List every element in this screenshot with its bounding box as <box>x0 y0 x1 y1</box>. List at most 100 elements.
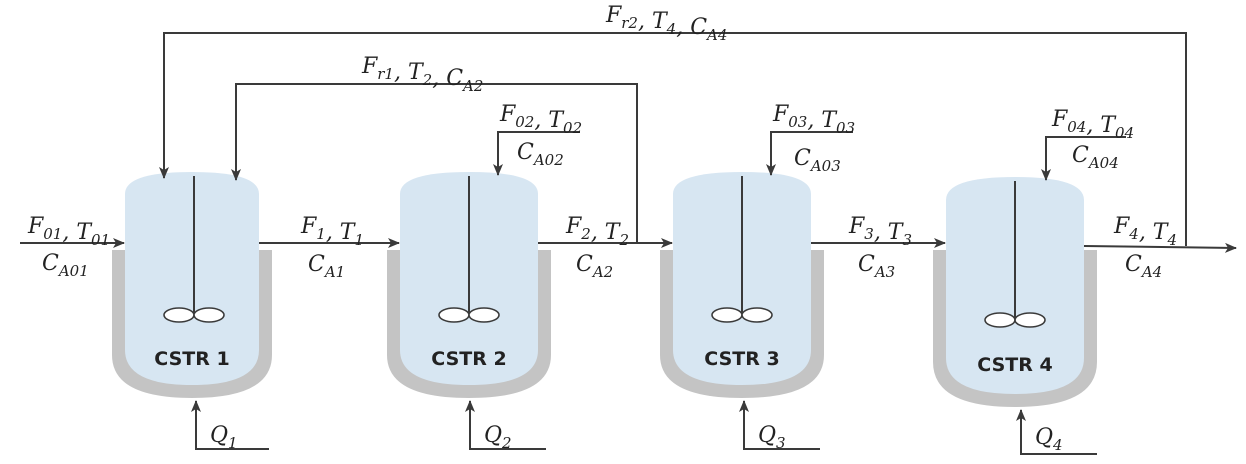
cstr-4-impeller <box>984 312 1016 328</box>
heat-3-line <box>739 400 820 450</box>
label-subscript: A4 <box>705 26 727 44</box>
label-subscript: 2 <box>618 231 629 249</box>
feed-1-concentration-label: CA01 <box>42 251 89 280</box>
label-subscript: A02 <box>532 151 564 169</box>
stream-1-label: F1, T1 <box>300 214 364 249</box>
label-base-text: C <box>517 140 534 165</box>
label-subscript: 1 <box>354 231 364 249</box>
label-subscript: A03 <box>809 157 841 175</box>
label-subscript: 04 <box>1067 118 1086 136</box>
label-base-text: F <box>499 102 516 127</box>
label-subscript: 2 <box>580 225 591 243</box>
cstr-1: CSTR 1 <box>112 172 272 398</box>
recycle-2-label: Fr2, T4, CA4 <box>605 3 727 44</box>
label-base-text: C <box>858 252 875 277</box>
label-subscript: 3 <box>776 434 786 452</box>
stream-3-label: F3, T3 <box>848 214 912 249</box>
cstr-2-label: CSTR 2 <box>431 348 506 370</box>
cstr-3: CSTR 3 <box>660 172 824 398</box>
label-base-text: Q <box>758 423 776 448</box>
feed-2-concentration-label: CA02 <box>517 140 564 169</box>
label-subscript: 3 <box>864 225 874 243</box>
heat-4-label: Q4 <box>1035 425 1063 454</box>
feed-3-line <box>766 131 853 176</box>
label-base-text: , T <box>591 220 622 245</box>
label-base-text: Q <box>210 423 228 448</box>
feed-4-concentration-label: CA04 <box>1072 143 1119 172</box>
cstr-4-impeller-right <box>1014 312 1046 328</box>
heat-1-line <box>191 400 269 450</box>
label-base-text: C <box>794 146 811 171</box>
label-subscript: 01 <box>43 225 62 243</box>
label-subscript: A2 <box>591 263 613 281</box>
label-base-text: , T <box>1086 113 1117 138</box>
label-base-text: F <box>772 102 789 127</box>
label-base-text: F <box>1113 214 1130 239</box>
label-base-text: , T <box>1139 220 1170 245</box>
label-subscript: 1 <box>228 434 238 452</box>
label-base-text: C <box>576 252 593 277</box>
cstr-1-impeller <box>163 307 195 323</box>
feed-3-label: F03, T03 <box>772 102 855 137</box>
label-subscript: 02 <box>563 119 582 137</box>
stream-4-arrow <box>1083 242 1237 253</box>
stream-1-concentration-label: CA1 <box>308 252 345 281</box>
cstr-1-impeller-right <box>193 307 225 323</box>
label-subscript: 2 <box>422 71 433 89</box>
label-subscript: 02 <box>515 113 534 131</box>
label-subscript: 1 <box>316 225 326 243</box>
heat-2-line <box>465 400 546 450</box>
label-base-text: , T <box>326 220 357 245</box>
stream-4-concentration-label: CA4 <box>1125 252 1162 281</box>
stream-2-label: F2, T2 <box>565 214 629 249</box>
label-subscript: 03 <box>836 119 855 137</box>
label-base-text: Q <box>1035 425 1053 450</box>
cstr-3-label: CSTR 3 <box>704 348 779 370</box>
label-subscript: r1 <box>377 65 394 83</box>
heat-3-label: Q3 <box>758 423 786 452</box>
label-base-text: C <box>1072 143 1089 168</box>
label-base-text: , T <box>638 9 669 34</box>
label-subscript: A01 <box>57 262 89 280</box>
label-subscript: 4 <box>1128 225 1139 243</box>
cstr-2-impeller <box>438 307 470 323</box>
cstr-3-impeller <box>711 307 743 323</box>
cstr-2-impeller-right <box>468 307 500 323</box>
feed-4-line <box>1041 136 1126 181</box>
stream-2-concentration-label: CA2 <box>576 252 613 281</box>
label-base-text: F <box>565 214 582 239</box>
label-base-text: F <box>361 54 378 79</box>
stream-3-concentration-label: CA3 <box>858 252 895 281</box>
label-subscript: r2 <box>621 14 638 32</box>
label-base-text: Q <box>484 423 502 448</box>
feed-2-label: F02, T02 <box>499 102 582 137</box>
label-subscript: A4 <box>1140 263 1162 281</box>
recycle-2-line <box>159 32 1187 246</box>
heat-1-label: Q1 <box>210 423 238 452</box>
label-subscript: A2 <box>461 77 483 95</box>
heat-4-line <box>1016 409 1097 455</box>
label-base-text: C <box>42 251 59 276</box>
label-base-text: , T <box>807 108 838 133</box>
recycle-1-label: Fr1, T2, CA2 <box>361 54 483 95</box>
feed-4-label: F04, T04 <box>1051 107 1134 142</box>
cstr-4-label: CSTR 4 <box>977 354 1052 376</box>
label-base-text: F <box>605 3 622 28</box>
label-base-text: , T <box>394 60 425 85</box>
label-base-text: F <box>27 214 44 239</box>
label-base-text: F <box>848 214 865 239</box>
stream-4-label: F4, T4 <box>1113 214 1177 249</box>
cstr-4: CSTR 4 <box>933 177 1097 407</box>
label-subscript: 3 <box>902 231 912 249</box>
label-subscript: 04 <box>1115 124 1134 142</box>
label-base-text: F <box>300 214 317 239</box>
label-subscript: 4 <box>666 20 677 38</box>
recycle-1-line <box>231 83 638 243</box>
cstr-1-label: CSTR 1 <box>154 348 229 370</box>
label-base-text: C <box>308 252 325 277</box>
feed-1-label: F01, T01 <box>27 214 110 249</box>
label-base-text: , T <box>62 220 93 245</box>
label-base-text: , T <box>874 220 905 245</box>
feed-2-line <box>493 131 580 176</box>
